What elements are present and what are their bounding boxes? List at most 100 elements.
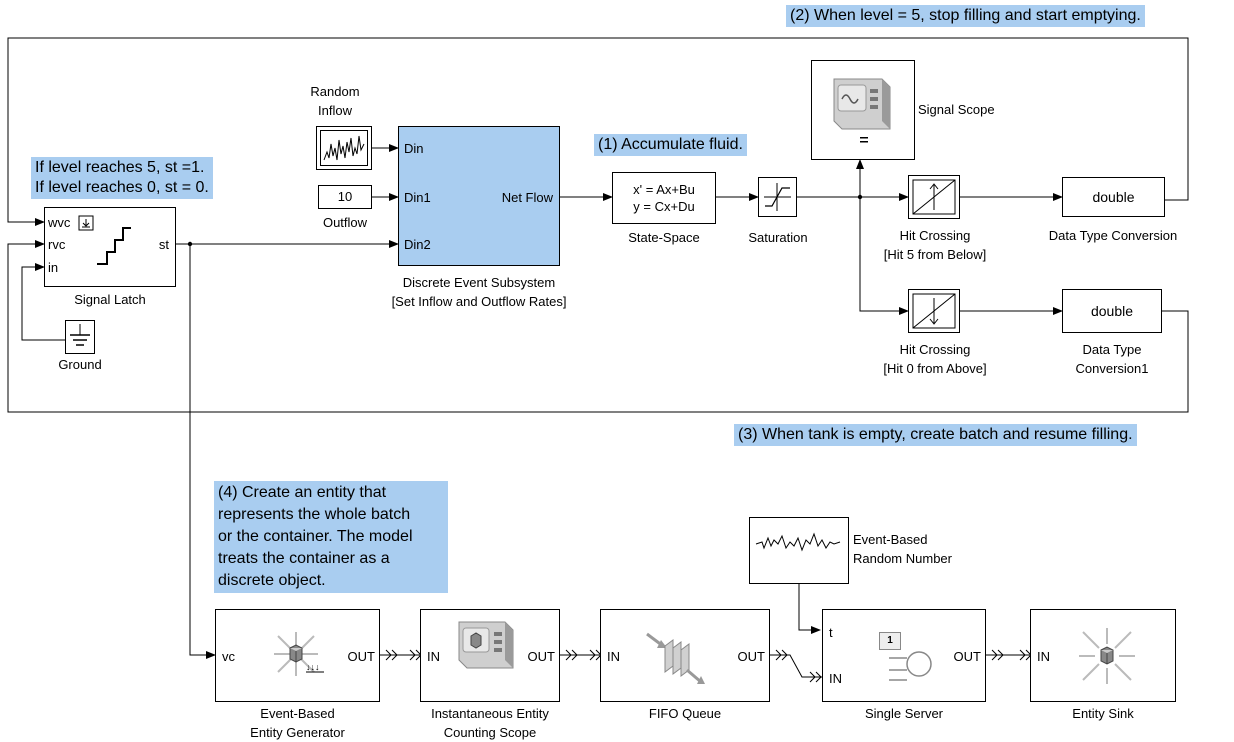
hit-crossing-1-block[interactable]	[908, 175, 960, 219]
entity-generator-label: Event-Based Entity Generator	[215, 704, 380, 742]
des-label: Discrete Event Subsystem [Set Inflow and…	[359, 273, 599, 311]
hit-crossing-down-icon	[912, 293, 956, 329]
data-type-conversion1-label: Data Type Conversion1	[1052, 340, 1172, 378]
dtc1-label-2: Conversion1	[1075, 361, 1149, 376]
des-port-din1: Din1	[404, 190, 431, 205]
counting-scope-label-1: Instantaneous Entity	[431, 706, 549, 721]
random-inflow-label-1: Random	[310, 84, 360, 99]
wire-st-to-vc	[189, 244, 216, 659]
signal-scope-block[interactable]	[811, 60, 915, 160]
cscope-port-in: IN	[427, 649, 440, 664]
random-inflow-label: Random Inflow	[300, 82, 370, 120]
gen-port-vc: vc	[222, 649, 235, 664]
note-latch-rules: If level reaches 5, st =1. If level reac…	[31, 157, 213, 199]
hit-crossing-2-label: Hit Crossing [Hit 0 from Above]	[860, 340, 1010, 378]
data-type-conversion1-block[interactable]: double	[1062, 289, 1162, 333]
hit-crossing-2-block[interactable]	[908, 289, 960, 333]
server-icon	[889, 651, 932, 681]
note-accumulate: (1) Accumulate fluid.	[594, 134, 747, 156]
wire-rand-to-t	[798, 584, 821, 634]
random-number-label-2: Random Number	[853, 551, 952, 566]
note-create-entity: (4) Create an entity that represents the…	[214, 481, 448, 593]
signal-latch-block[interactable]: wvc rvc in st	[44, 207, 176, 287]
entity-sink-icon	[1079, 628, 1135, 684]
note-entity-line-3: or the container. The model	[218, 528, 413, 545]
random-number-label-1: Event-Based	[853, 532, 928, 547]
counting-scope-block[interactable]: IN OUT	[420, 609, 560, 702]
saturation-icon	[764, 183, 791, 211]
des-port-din2: Din2	[404, 237, 431, 252]
signal-latch-label: Signal Latch	[74, 292, 146, 307]
state-space-eq-2: y = Cx+Du	[633, 199, 695, 214]
data-type-conversion-block[interactable]: double	[1062, 177, 1165, 217]
note-entity-line-4: treats the container as a	[218, 550, 390, 567]
wire-dtc-to-wvc	[7, 37, 1189, 226]
signal-scope-label: Signal Scope	[918, 102, 995, 117]
random-signal-icon	[320, 130, 368, 166]
random-number-block[interactable]	[749, 517, 849, 584]
hit-crossing-1-label: Hit Crossing [Hit 5 from Below]	[860, 226, 1010, 264]
hit-crossing-1-label-1: Hit Crossing	[899, 228, 971, 243]
fifo-queue-block[interactable]: IN OUT	[600, 609, 770, 702]
state-space-eq-1: x' = Ax+Bu	[633, 182, 695, 197]
svg-text:↓↓↓: ↓↓↓	[306, 662, 320, 672]
saturation-block[interactable]	[758, 177, 797, 217]
note-entity-line-1: (4) Create an entity that	[218, 484, 387, 501]
counting-scope-label-2: Counting Scope	[443, 725, 537, 740]
wire-sat-to-hc2	[859, 197, 909, 315]
sink-port-in: IN	[1037, 649, 1050, 664]
random-number-icon	[755, 532, 841, 552]
scope-icon	[833, 78, 891, 143]
note-create-batch: (3) When tank is empty, create batch and…	[734, 424, 1137, 446]
outflow-constant-block[interactable]: 10	[318, 185, 372, 209]
data-type-conversion-label: Data Type Conversion	[1048, 228, 1178, 243]
fifo-queue-icon	[646, 632, 705, 684]
latch-port-rvc: rvc	[48, 237, 66, 252]
ground-icon	[70, 324, 90, 346]
counting-scope-label: Instantaneous Entity Counting Scope	[405, 704, 575, 742]
ground-block[interactable]	[65, 320, 95, 354]
entity-generator-block[interactable]: vc OUT ↓↓↓	[215, 609, 380, 702]
server-badge: 1	[879, 632, 901, 650]
latch-port-in: in	[48, 260, 59, 275]
random-number-label: Event-Based Random Number	[853, 530, 952, 568]
entity-sink-block[interactable]: IN	[1030, 609, 1176, 702]
single-server-block[interactable]: t IN OUT 1	[822, 609, 986, 702]
state-space-label: State-Space	[628, 230, 700, 245]
entity-generator-icon: ↓↓↓	[274, 632, 324, 676]
note-entity-line-2: represents the whole batch	[218, 506, 411, 523]
entity-sink-label: Entity Sink	[1072, 706, 1134, 721]
random-inflow-label-2: Inflow	[318, 103, 352, 118]
hit-crossing-2-label-2: [Hit 0 from Above]	[883, 361, 987, 376]
counting-scope-icon	[458, 621, 514, 669]
random-inflow-block[interactable]	[316, 126, 372, 170]
single-server-label: Single Server	[864, 706, 944, 721]
gen-port-out: OUT	[347, 649, 375, 664]
dtc1-label-1: Data Type	[1082, 342, 1142, 357]
hit-crossing-2-label-1: Hit Crossing	[899, 342, 971, 357]
cscope-port-out: OUT	[527, 649, 555, 664]
entity-gen-label-1: Event-Based	[260, 706, 335, 721]
saturation-label: Saturation	[748, 230, 808, 245]
fifo-port-in: IN	[607, 649, 620, 664]
hit-crossing-1-label-2: [Hit 5 from Below]	[883, 247, 987, 262]
state-space-block[interactable]: x' = Ax+Bu y = Cx+Du	[612, 172, 716, 224]
discrete-event-subsystem-block[interactable]: Din Din1 Din2 Net Flow	[398, 126, 560, 266]
des-port-din: Din	[404, 141, 424, 156]
note-latch-line-1: If level reaches 5, st =1.	[35, 159, 205, 176]
des-port-netflow: Net Flow	[501, 190, 553, 205]
fifo-port-out: OUT	[737, 649, 765, 664]
latch-port-st: st	[158, 237, 169, 252]
des-label-1: Discrete Event Subsystem	[402, 275, 556, 290]
entity-gen-label-2: Entity Generator	[250, 725, 345, 740]
note-latch-line-2: If level reaches 0, st = 0.	[35, 179, 209, 196]
server-port-out: OUT	[953, 649, 981, 664]
server-port-in: IN	[829, 671, 842, 686]
note-stop-filling: (2) When level = 5, stop filling and sta…	[786, 5, 1145, 27]
ground-label: Ground	[58, 357, 102, 372]
wire-dtc1-to-rvc	[7, 240, 1189, 413]
outflow-label: Outflow	[322, 215, 368, 230]
latch-icon	[78, 215, 131, 265]
wire-ground-to-in	[21, 263, 65, 341]
hit-crossing-up-icon	[912, 179, 956, 215]
